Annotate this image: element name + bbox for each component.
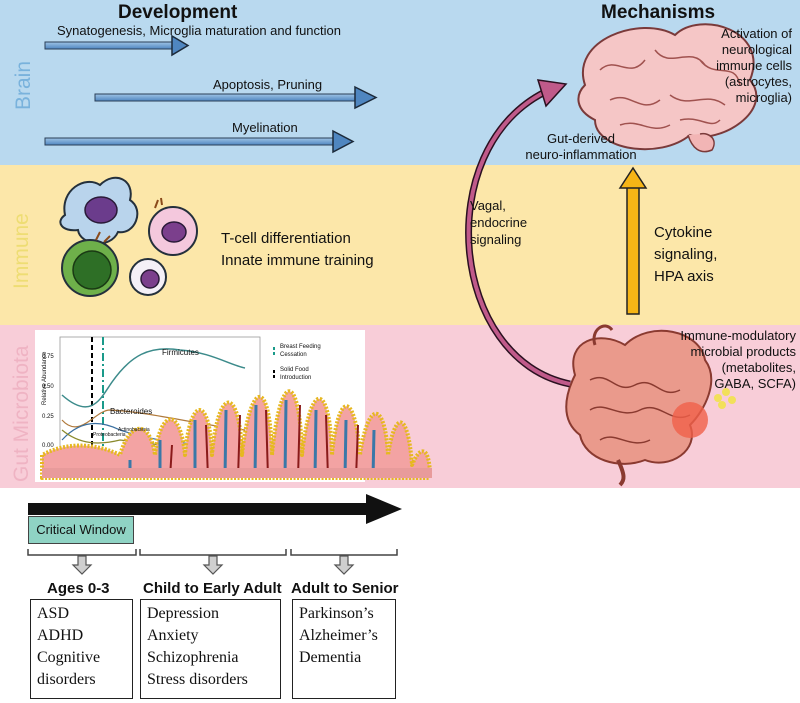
critical-window-box: Critical Window (28, 516, 134, 544)
age-heading-child-adult: Child to Early Adult (143, 580, 282, 597)
list-item: Cognitive (37, 649, 101, 666)
list-item: Alzheimer’s (299, 627, 378, 644)
intestine-illustration (565, 324, 736, 487)
list-item: Schizophrenia (147, 649, 239, 666)
disorders-box-adult-senior: Parkinson’s Alzheimer’s Dementia (292, 599, 396, 699)
cytokine-arrow (618, 166, 648, 315)
apoptosis-label: Apoptosis, Pruning (213, 77, 323, 92)
disorders-box-0-3: ASD ADHD Cognitive disorders (30, 599, 133, 699)
list-item: ASD (37, 605, 70, 622)
intestinal-villi-illustration (40, 389, 432, 480)
myelination-label: Myelination (232, 120, 298, 135)
lymphocyte-cell (129, 258, 167, 296)
macrophage-cell (59, 176, 139, 245)
list-item: Dementia (299, 649, 362, 666)
age-brackets (27, 549, 398, 556)
disorders-box-child-adult: Depression Anxiety Schizophrenia Stress … (140, 599, 281, 699)
list-item: Stress disorders (147, 671, 248, 688)
series-firmicutes: Firmicutes (162, 348, 199, 357)
inset-tick-1: 0.50 (42, 384, 54, 390)
brain-illustration (577, 23, 758, 153)
age-heading-0-3: Ages 0-3 (47, 580, 110, 597)
synaptogenesis-arrow (44, 34, 190, 57)
synaptogenesis-label: Synatogenesis, Microglia maturation and … (57, 23, 341, 38)
mechanisms-heading: Mechanisms (601, 2, 716, 23)
myelination-arrow (44, 129, 355, 154)
list-item: Anxiety (147, 627, 199, 644)
inset-tick-2: 0.25 (42, 414, 54, 420)
mast-cell (148, 197, 198, 256)
development-heading: Development (118, 2, 238, 23)
series-bacteroides: Bacteroides (110, 407, 153, 416)
list-item: Parkinson’s (299, 605, 374, 622)
list-item: Depression (147, 605, 219, 622)
age-heading-adult-senior: Adult to Senior (291, 580, 399, 597)
inset-tick-3: 0.00 (42, 443, 54, 449)
list-item: disorders (37, 671, 96, 688)
series-proteobacteria: Proteobacteria (93, 432, 126, 438)
list-item: ADHD (37, 627, 84, 644)
t-cell (61, 231, 119, 297)
series-actinobacteria: Actinobacteria (118, 427, 150, 433)
timeline-arrow (28, 494, 402, 524)
apoptosis-arrow (94, 85, 378, 110)
down-arrows (71, 555, 355, 575)
vagal-signaling-arrow (465, 79, 571, 388)
immune-band (0, 165, 800, 325)
inset-tick-0: 0.75 (42, 354, 54, 360)
